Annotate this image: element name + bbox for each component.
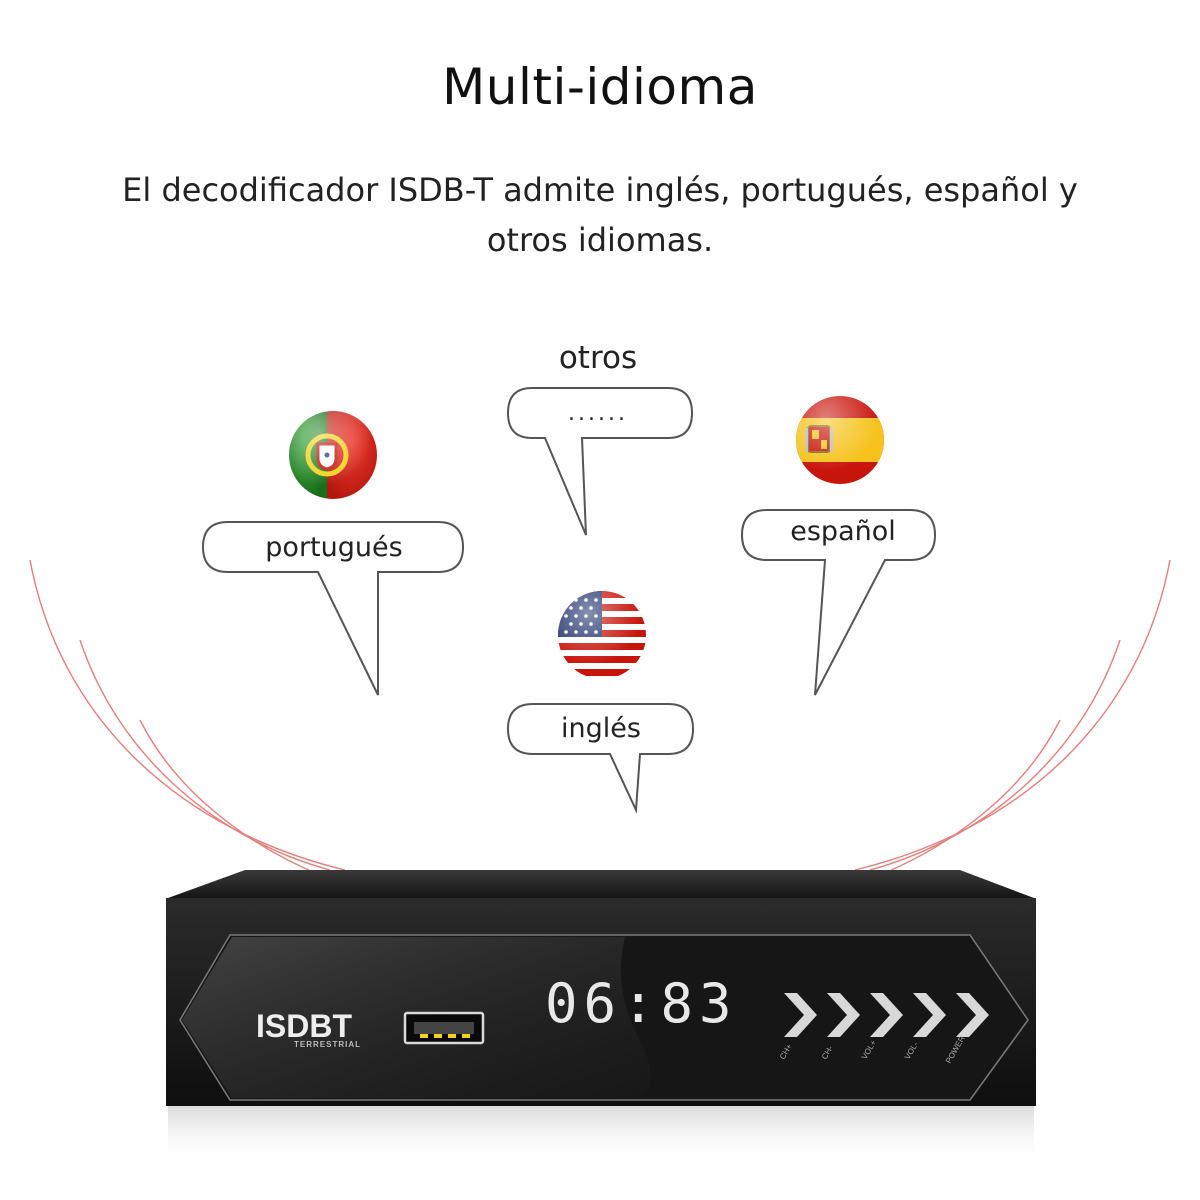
- brand-subtitle: TERRESTRIAL: [294, 1040, 361, 1049]
- page-title: Multi-idioma: [442, 58, 758, 116]
- signal-arcs: [29, 559, 1171, 876]
- bubble-english: inglés: [506, 703, 695, 814]
- led-display: 06:83: [545, 972, 738, 1035]
- front-buttons: [784, 993, 989, 1037]
- set-top-box: ISDBT TERRESTRIAL 06:83 CH+ CH- VOL+ VOL…: [166, 870, 1036, 1165]
- bubble-label-portuguese: portugués: [265, 532, 402, 563]
- bubble-others: otros ......: [506, 340, 694, 536]
- bubble-label-spanish: español: [790, 516, 896, 547]
- bubble-label-english: inglés: [561, 713, 641, 744]
- page-subtitle: El decodificador ISDB-T admite inglés, p…: [122, 171, 1078, 259]
- ch-down-button: [827, 993, 860, 1037]
- usa-flag-icon: [558, 591, 646, 679]
- bubble-content-others: ......: [568, 401, 628, 426]
- bubble-portuguese: portugués: [201, 521, 465, 696]
- spain-flag-icon: [796, 396, 884, 484]
- brand-logo: ISDBT: [256, 1008, 352, 1044]
- portugal-flag-icon: [289, 411, 377, 499]
- vol-down-button: [913, 993, 946, 1037]
- bubble-spanish: español: [740, 509, 937, 696]
- vol-up-button: [870, 993, 903, 1037]
- bubble-label-others: otros: [559, 340, 637, 376]
- device-reflection: [168, 1105, 1034, 1165]
- usb-port-icon: [403, 1011, 485, 1045]
- ch-up-button: [784, 993, 817, 1037]
- power-button: [956, 993, 989, 1037]
